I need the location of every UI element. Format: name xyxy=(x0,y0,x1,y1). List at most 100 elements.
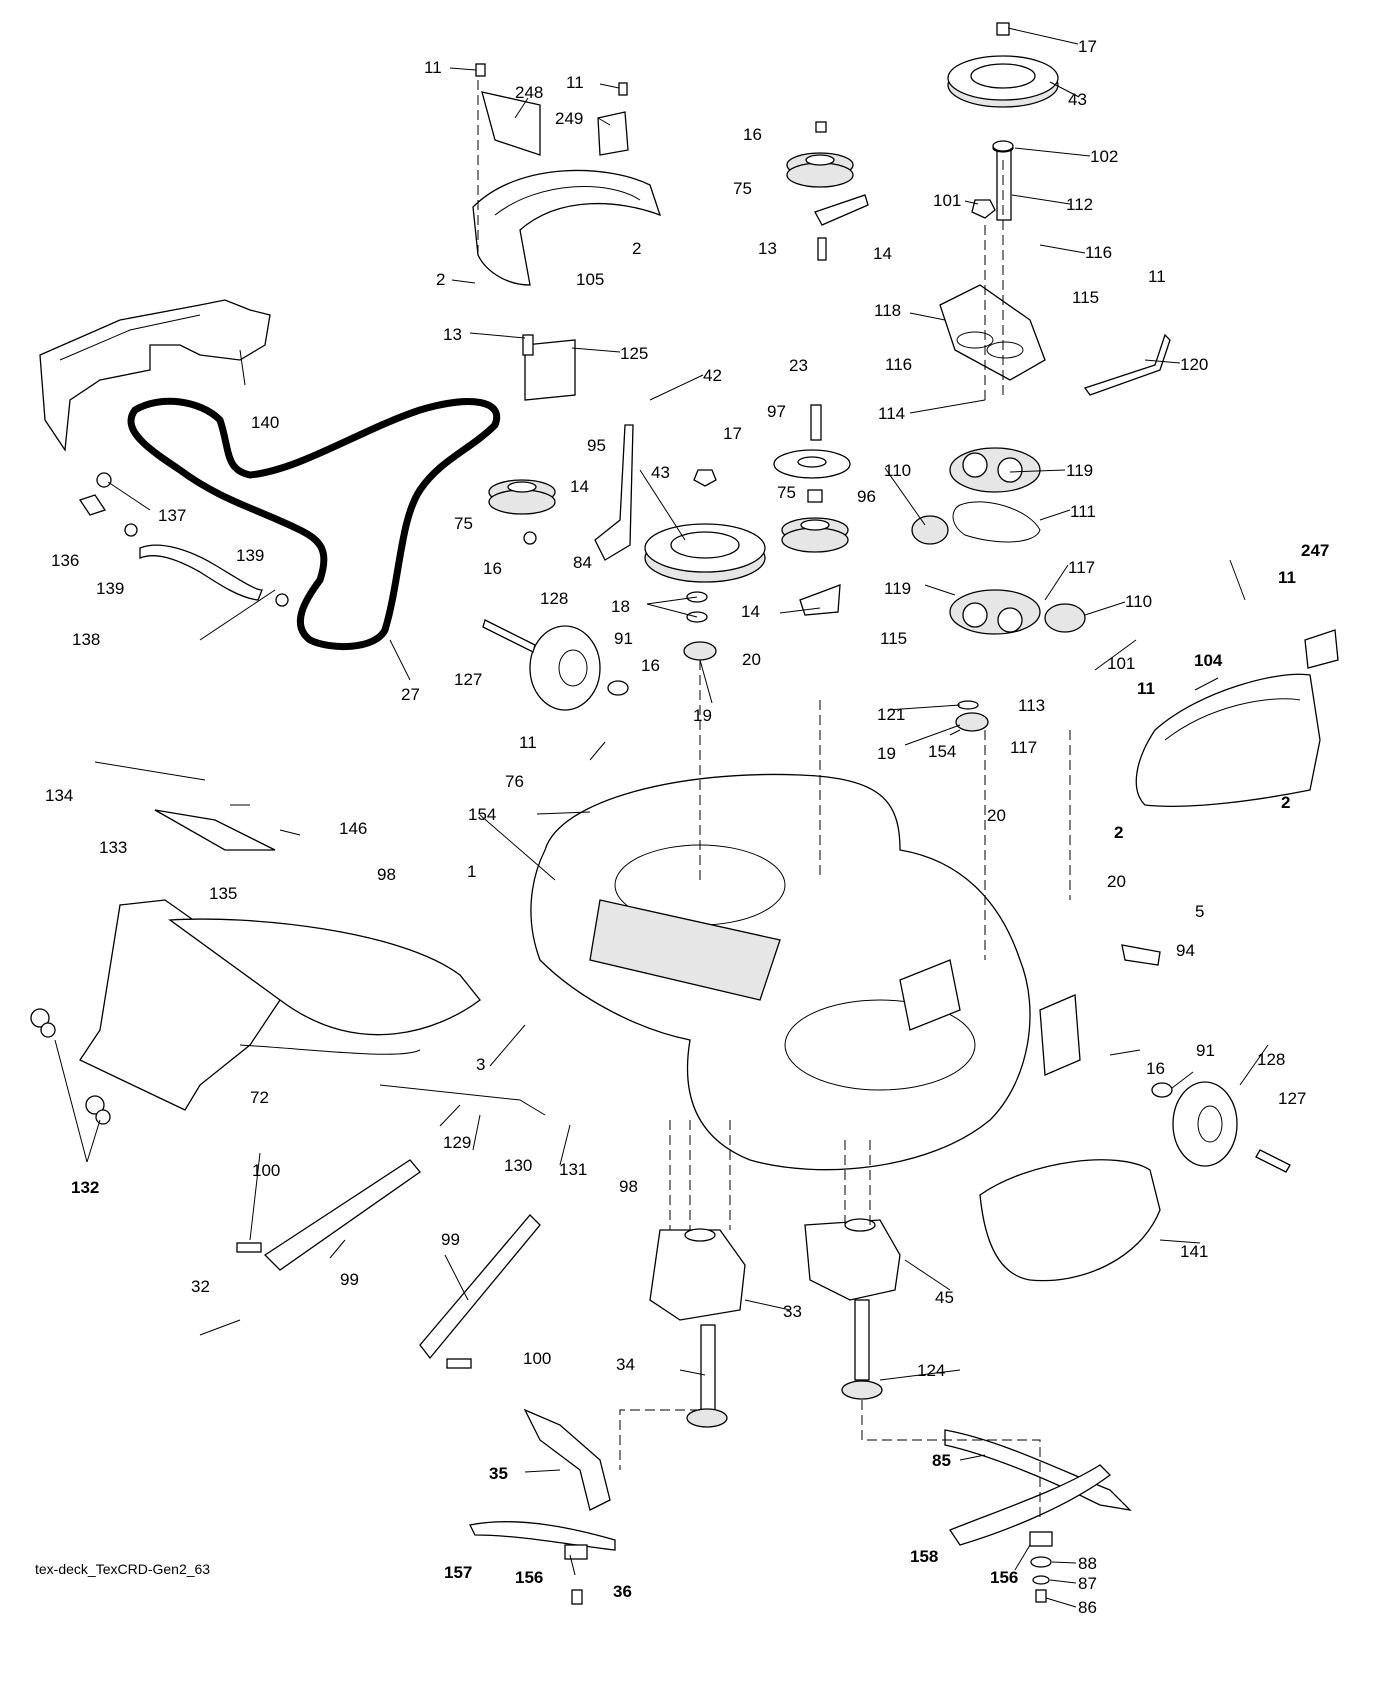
part-label: 16 xyxy=(743,125,762,144)
part-label: 113 xyxy=(1018,696,1045,715)
part-label: 154 xyxy=(468,805,496,824)
v-belt-27 xyxy=(127,397,501,651)
idler-pulley-75-mid xyxy=(781,517,849,616)
part-label: 14 xyxy=(570,477,589,496)
assembly-lines xyxy=(619,160,1071,1520)
blade-85 xyxy=(944,1429,1132,1546)
part-label: 85 xyxy=(932,1451,951,1470)
nut-101-top xyxy=(971,199,996,219)
part-label: 34 xyxy=(616,1355,635,1374)
part-label: 88 xyxy=(1078,1554,1097,1573)
part-label: 19 xyxy=(877,744,896,763)
part-label: 99 xyxy=(340,1270,359,1289)
clamp-137 xyxy=(96,472,112,488)
bracket-133 xyxy=(154,809,276,851)
part-label: 110 xyxy=(1125,592,1152,611)
spindle-45 xyxy=(804,1218,901,1301)
washer-91-left xyxy=(607,680,629,696)
part-label: 116 xyxy=(885,355,912,374)
idler-pulley-75-left xyxy=(488,334,576,545)
part-label: 157 xyxy=(444,1563,472,1582)
part-label: 100 xyxy=(523,1349,551,1368)
rod-134 xyxy=(94,761,206,781)
part-label: 16 xyxy=(483,559,502,578)
bolt-36 xyxy=(571,1589,583,1605)
part-label: 2 xyxy=(632,239,641,258)
part-label: 121 xyxy=(877,705,905,724)
gear-110-left xyxy=(911,515,949,545)
part-label: 32 xyxy=(191,1277,210,1296)
part-label: 35 xyxy=(489,1464,508,1483)
part-label: 130 xyxy=(504,1156,532,1175)
part-label: 42 xyxy=(703,366,722,385)
wing-nut-132-a xyxy=(30,1008,56,1038)
part-label: 110 xyxy=(884,461,911,480)
spring-146 xyxy=(230,804,301,836)
part-label: 16 xyxy=(1146,1059,1165,1078)
part-label: 84 xyxy=(573,553,592,572)
part-label: 99 xyxy=(441,1230,460,1249)
part-label: 119 xyxy=(1066,461,1093,480)
part-label: 100 xyxy=(252,1161,280,1180)
part-label: 75 xyxy=(454,514,473,533)
part-label: 119 xyxy=(884,579,911,598)
part-label: 129 xyxy=(443,1133,471,1152)
part-label: 127 xyxy=(1278,1089,1306,1108)
part-label: 98 xyxy=(619,1177,638,1196)
part-label: 98 xyxy=(377,865,396,884)
part-label: 11 xyxy=(1148,267,1166,286)
part-label: 13 xyxy=(758,239,777,258)
bolt-11-a xyxy=(475,63,486,77)
gearbox-plate-118 xyxy=(939,284,1046,381)
part-label: 20 xyxy=(1107,872,1126,891)
leader-lines xyxy=(54,27,1269,1608)
part-label: 120 xyxy=(1180,355,1208,374)
spindle-33 xyxy=(649,1228,746,1321)
gasket-111 xyxy=(952,501,1041,543)
part-label: 146 xyxy=(339,819,367,838)
part-label: 116 xyxy=(1085,243,1112,262)
washer-91-right xyxy=(1151,1082,1173,1098)
part-label: 91 xyxy=(1196,1041,1215,1060)
part-label: 45 xyxy=(935,1288,954,1307)
washer-87 xyxy=(1032,1575,1050,1585)
part-label: 95 xyxy=(587,436,606,455)
part-label: 141 xyxy=(1180,1242,1208,1261)
washer-18 xyxy=(686,591,708,623)
fitting-136 xyxy=(78,494,107,516)
arm-84 xyxy=(594,424,634,561)
bolt-86 xyxy=(1035,1589,1047,1603)
bolt-11-b xyxy=(618,82,628,96)
discharge-chute-72 xyxy=(79,899,481,1111)
bolt-100-a xyxy=(236,1242,262,1253)
arm-99-right xyxy=(419,1214,541,1360)
part-label: 11 xyxy=(519,733,537,752)
part-label: 137 xyxy=(158,506,186,525)
hub-156-left xyxy=(564,1544,588,1560)
part-label: 5 xyxy=(1195,902,1204,921)
arm-99-left xyxy=(263,1159,421,1271)
part-label: 105 xyxy=(576,270,604,289)
washer-102 xyxy=(992,140,1014,152)
part-label: 156 xyxy=(990,1568,1018,1587)
part-label: 14 xyxy=(741,602,760,621)
part-label: 136 xyxy=(51,551,79,570)
mower-deck-1 xyxy=(530,773,1081,1171)
pulley-43-top xyxy=(947,22,1059,108)
wing-nut-132-b xyxy=(85,1095,111,1125)
part-label: 23 xyxy=(789,356,808,375)
wheel-128-right xyxy=(1172,1081,1238,1167)
part-label: 158 xyxy=(910,1547,938,1566)
part-label: 2 xyxy=(1114,823,1123,842)
gear-110-right xyxy=(1044,603,1086,633)
washer-88 xyxy=(1030,1556,1052,1568)
shaft-34 xyxy=(686,1324,728,1428)
bolt-23 xyxy=(810,404,822,441)
clamp-139-b xyxy=(275,593,289,607)
part-label: 20 xyxy=(987,806,1006,825)
part-label: 156 xyxy=(515,1568,543,1587)
bearing-19-right xyxy=(955,712,989,732)
part-label: 17 xyxy=(1078,37,1097,56)
part-label: 11 xyxy=(566,73,584,92)
spring-32 xyxy=(199,1319,241,1336)
